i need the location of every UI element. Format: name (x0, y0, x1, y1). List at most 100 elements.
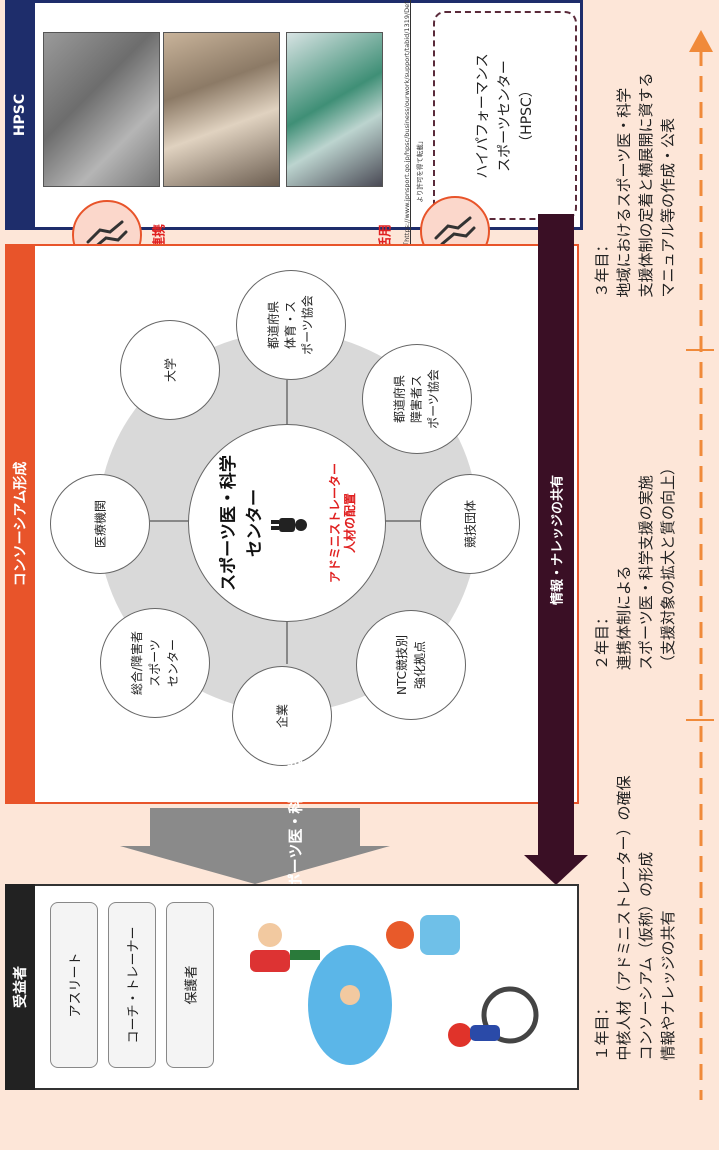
year1-block: １年目： 中核人材（アドミニストレーター）の確保 コンソーシアム（仮称）の形成 … (585, 720, 685, 1115)
node-university-label: 大学 (163, 357, 178, 383)
year2-text: ２年目： 連携体制による スポーツ医・科学支援の実施 （支援対象の拡大と質の向上… (591, 460, 679, 670)
center-role: アドミニストレーター (328, 462, 342, 584)
knowledge-label: 情報・ナレッジの共有 (550, 474, 566, 606)
hpsc-bar-label: HPSC (12, 93, 28, 137)
hpsc-name-line2: スポーツセンター (497, 59, 513, 172)
pref-para-line1: 都道府県 (392, 374, 407, 424)
handshake-icon (86, 220, 128, 250)
knowledge-arrow-head (524, 855, 588, 885)
wheelchair-wheel (481, 986, 539, 1044)
center-role-2: 人材の配置 (343, 492, 357, 554)
boxer-head (386, 921, 414, 949)
photo-consultation (163, 32, 280, 187)
rugby-player-legs (290, 950, 320, 960)
node-disabled-label: 総合/障害者 スポーツ センター (128, 631, 182, 695)
year3-line2: 支援体制の定着と横展開に資する (637, 72, 655, 298)
node-university: 大学 (120, 320, 220, 420)
beneficiaries-panel (5, 884, 579, 1090)
year3-line1: 地域におけるスポーツ医・科学 (615, 87, 633, 298)
node-pref-para-label: 都道府県 障害者ス ポーツ協会 (392, 369, 443, 429)
hpsc-name-line3: （HPSC） (519, 82, 535, 149)
spoke (382, 520, 428, 522)
node-disabled-center: 総合/障害者 スポーツ センター (100, 608, 210, 718)
hpsc-bar: HPSC (5, 0, 35, 230)
year3-title: ３年目： (593, 237, 611, 298)
pref-para-line2: 障害者ス (409, 374, 424, 424)
node-federation-label: 競技団体 (463, 499, 478, 549)
center-title-line2: センター (245, 489, 265, 558)
year3-block: ３年目： 地域におけるスポーツ医・科学 支援体制の定着と横展開に資する マニュア… (585, 20, 685, 350)
pref-sports-line2: 体育・ス (283, 300, 298, 350)
ntc-line2: 強化拠点 (413, 640, 427, 690)
beneficiary-guardian: 保護者 (166, 902, 214, 1068)
person-icon (271, 518, 307, 532)
cyclist-helmet (448, 1023, 472, 1047)
support-label-wrap: スポーツ医・科学支援 (150, 753, 440, 903)
year1-line1: 中核人材（アドミニストレーター）の確保 (615, 774, 633, 1061)
node-ntc-label: NTC競技別 強化拠点 (393, 635, 429, 695)
support-arrow (120, 808, 390, 884)
pref-sports-line3: ポーツ協会 (300, 295, 315, 355)
node-company-label: 企業 (275, 703, 290, 729)
hpsc-name-line1: ハイパフォーマンス (475, 52, 491, 179)
year1-line3: 情報やナレッジの共有 (659, 909, 677, 1061)
hpsc-name: ハイパフォーマンス スポーツセンター （HPSC） (472, 53, 538, 178)
cyclist-body (470, 1025, 500, 1041)
year2-line1: 連携体制による (615, 565, 633, 671)
support-label: スポーツ医・科学支援 (286, 753, 305, 903)
knowledge-arrow (538, 214, 574, 864)
beneficiaries-bar-label: 受益者 (13, 966, 29, 1008)
spoke (286, 618, 288, 664)
rugby-player-body (250, 950, 290, 972)
hpsc-name-box: ハイパフォーマンス スポーツセンター （HPSC） (433, 11, 577, 220)
year3-text: ３年目： 地域におけるスポーツ医・科学 支援体制の定着と横展開に資する マニュア… (591, 72, 679, 297)
disabled-line3: センター (166, 638, 180, 688)
node-pref-sports-label: 都道府県 体育・ス ポーツ協会 (266, 295, 317, 355)
credit-note-wrap: より許可を得て転載」 (412, 137, 426, 203)
disabled-line1: 総合/障害者 (130, 630, 144, 696)
node-company: 企業 (232, 666, 332, 766)
consortium-bar-label: コンソーシアム形成 (13, 461, 29, 587)
year1-text: １年目： 中核人材（アドミニストレーター）の確保 コンソーシアム（仮称）の形成 … (591, 775, 679, 1060)
timeline-arrow (686, 30, 714, 1100)
node-federation: 競技団体 (420, 474, 520, 574)
beneficiary-athlete-label: アスリート (68, 952, 84, 1018)
node-pref-sports-assoc: 都道府県 体育・ス ポーツ協会 (236, 270, 346, 380)
handshake-icon (434, 216, 476, 246)
credit-note: より許可を得て転載」 (416, 137, 424, 203)
disabled-line2: スポーツ (148, 639, 162, 687)
rugby-player-head (258, 923, 282, 947)
year2-block: ２年目： 連携体制による スポーツ医・科学支援の実施 （支援対象の拡大と質の向上… (585, 420, 685, 710)
knowledge-label-wrap: 情報・ナレッジの共有 (538, 420, 574, 660)
consortium-bar: コンソーシアム形成 (5, 244, 35, 804)
node-pref-para-assoc: 都道府県 障害者ス ポーツ協会 (362, 344, 472, 454)
year2-line2: スポーツ医・科学支援の実施 (637, 475, 655, 671)
support-label-rot: スポーツ医・科学支援 (284, 753, 305, 903)
year1-title: １年目： (593, 999, 611, 1061)
boxer-body (420, 915, 460, 955)
beneficiary-coach: コーチ・トレーナー (108, 902, 156, 1068)
beneficiary-athlete: アスリート (50, 902, 98, 1068)
photo-training (43, 32, 160, 187)
center-title-line1: スポーツ医・科学 (219, 455, 239, 591)
year2-title: ２年目： (593, 609, 611, 671)
athletes-illustration (250, 915, 539, 1065)
year2-line3: （支援対象の拡大と質の向上） (659, 459, 677, 671)
pref-sports-line1: 都道府県 (266, 300, 281, 350)
node-medical-label: 医療機関 (93, 499, 108, 549)
year3-line3: マニュアル等の作成・公表 (659, 117, 677, 298)
spoke (150, 520, 192, 522)
beneficiary-guardian-label: 保護者 (184, 965, 200, 1005)
swimmer-head (340, 985, 360, 1005)
photo-balance (286, 32, 383, 187)
beneficiaries-bar: 受益者 (5, 884, 35, 1090)
center-node: スポーツ医・科学 センター アドミニストレーター 人材の配置 (188, 424, 386, 622)
credit-url: 「https://www.jpnsport.go.jp/hpsc/busines… (403, 0, 411, 249)
ntc-line1: NTC競技別 (395, 635, 409, 695)
node-ntc: NTC競技別 強化拠点 (356, 610, 466, 720)
node-medical: 医療機関 (50, 474, 150, 574)
beneficiary-coach-label: コーチ・トレーナー (126, 926, 142, 1044)
pref-para-line3: ポーツ協会 (426, 369, 441, 429)
year1-line2: コンソーシアム（仮称）の形成 (637, 851, 655, 1061)
spoke (286, 380, 288, 428)
